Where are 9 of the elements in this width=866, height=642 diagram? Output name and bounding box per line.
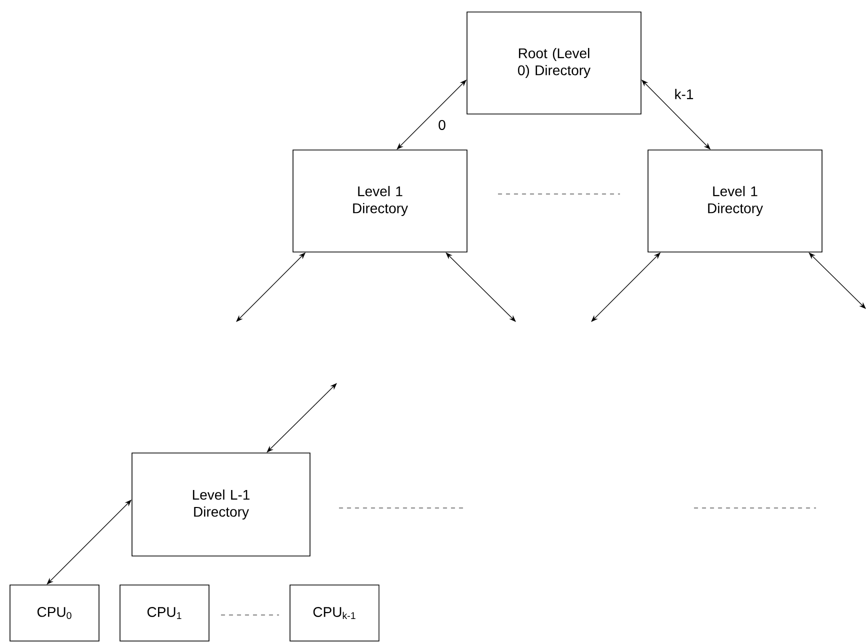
cpu-box: CPU$_{k-1}$: [290, 584, 380, 642]
cpu-box: CPU$_{0}$: [10, 584, 100, 642]
directory-box: Level L-1 Directory: [132, 452, 310, 556]
edge-label: 0: [437, 119, 447, 131]
directory-box: Root (Level 0) Directory: [466, 12, 642, 114]
cpu-box: CPU$_{1}$: [120, 584, 210, 642]
directory-box: Level 1 Directory: [292, 150, 468, 252]
edge-label: k-1: [673, 88, 695, 100]
directory-box: Level 1 Directory: [648, 150, 822, 252]
